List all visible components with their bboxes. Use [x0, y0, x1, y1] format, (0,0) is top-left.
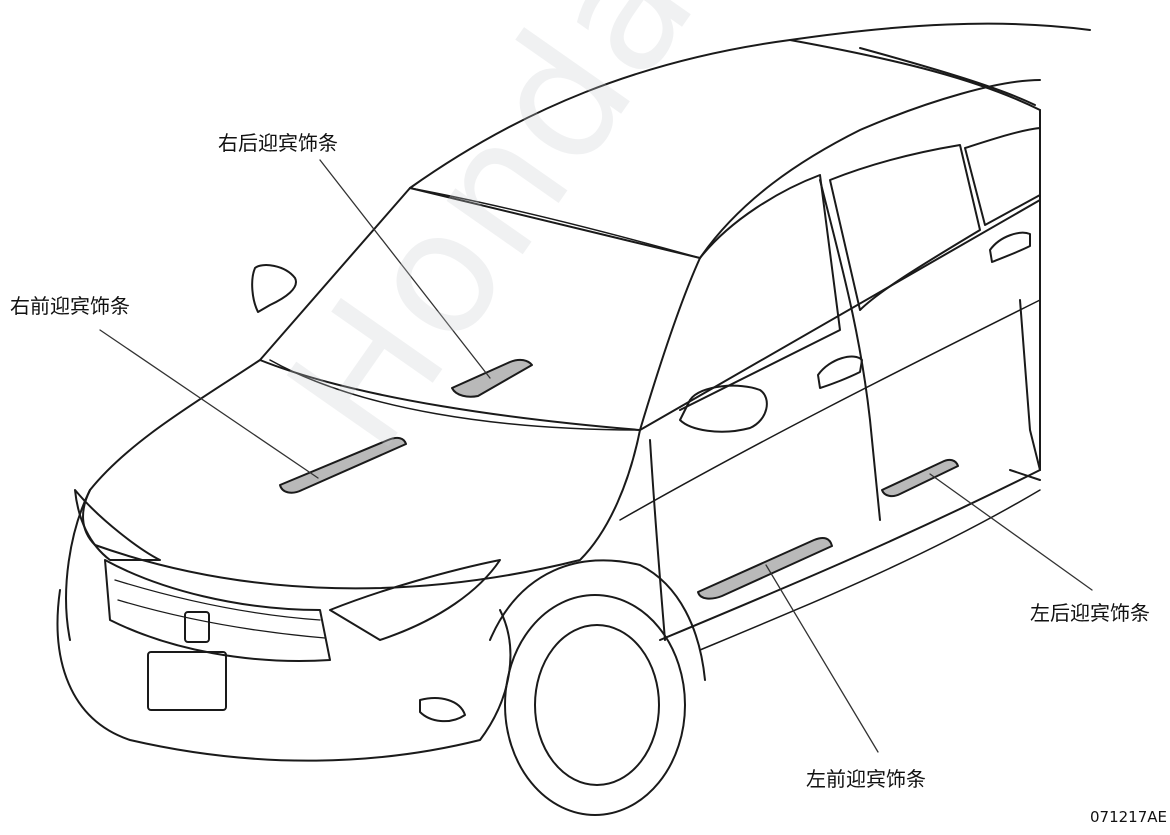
roof-outline — [409, 22, 1091, 189]
rear-door-edge — [1019, 299, 1041, 471]
label-left-front-garnish: 左前迎宾饰条 — [806, 767, 926, 791]
label-left-rear-garnish: 左后迎宾饰条 — [1030, 601, 1150, 625]
front-wheel-rim — [534, 624, 660, 786]
figure-code: 071217AE — [1090, 808, 1167, 826]
front-door-window — [679, 174, 841, 411]
front-wheel-tire — [504, 594, 686, 816]
rear-door-handle — [989, 231, 1031, 263]
grille-frame — [104, 559, 331, 662]
front-bumper — [56, 589, 512, 762]
roof-rail — [859, 47, 1036, 106]
front-wheel-arch — [489, 559, 706, 681]
hood-crease — [269, 359, 641, 431]
rocker-panel — [659, 469, 1041, 641]
label-right-rear-garnish: 右后迎宾饰条 — [218, 131, 338, 155]
body-side-top — [639, 199, 1041, 431]
license-plate — [147, 651, 227, 711]
windshield-top-edge — [409, 187, 701, 259]
roof-inner-line — [789, 39, 1041, 111]
leader-left-rear — [929, 473, 1093, 591]
garnish-strip-left-front — [697, 537, 833, 600]
hood-left-edge — [65, 489, 91, 641]
a-pillar — [699, 79, 1041, 259]
grille-bar-2 — [117, 599, 326, 639]
emblem — [184, 611, 210, 643]
hood-outline — [82, 359, 641, 590]
leader-right-rear — [319, 159, 491, 379]
garnish-strip-right-rear — [451, 358, 533, 398]
rear-door-window — [829, 144, 981, 311]
rear-lower — [1009, 469, 1041, 481]
headlight-right — [74, 489, 161, 561]
right-side-mirror — [251, 264, 297, 313]
leader-left-front — [765, 564, 879, 753]
leader-right-front — [99, 329, 319, 479]
front-door-edge — [649, 439, 666, 641]
front-door-handle — [817, 355, 863, 389]
left-side-mirror — [679, 384, 768, 433]
garnish-strip-right-front — [279, 436, 407, 494]
b-pillar — [819, 179, 881, 521]
body-character-line — [619, 299, 1041, 521]
headlight-left — [329, 559, 501, 641]
rocker-lower — [699, 489, 1041, 651]
label-right-front-garnish: 右前迎宾饰条 — [10, 294, 130, 318]
grille-bar-1 — [114, 579, 321, 621]
garnish-strip-left-rear — [881, 458, 959, 498]
fog-light — [419, 697, 466, 723]
windshield — [259, 187, 701, 431]
